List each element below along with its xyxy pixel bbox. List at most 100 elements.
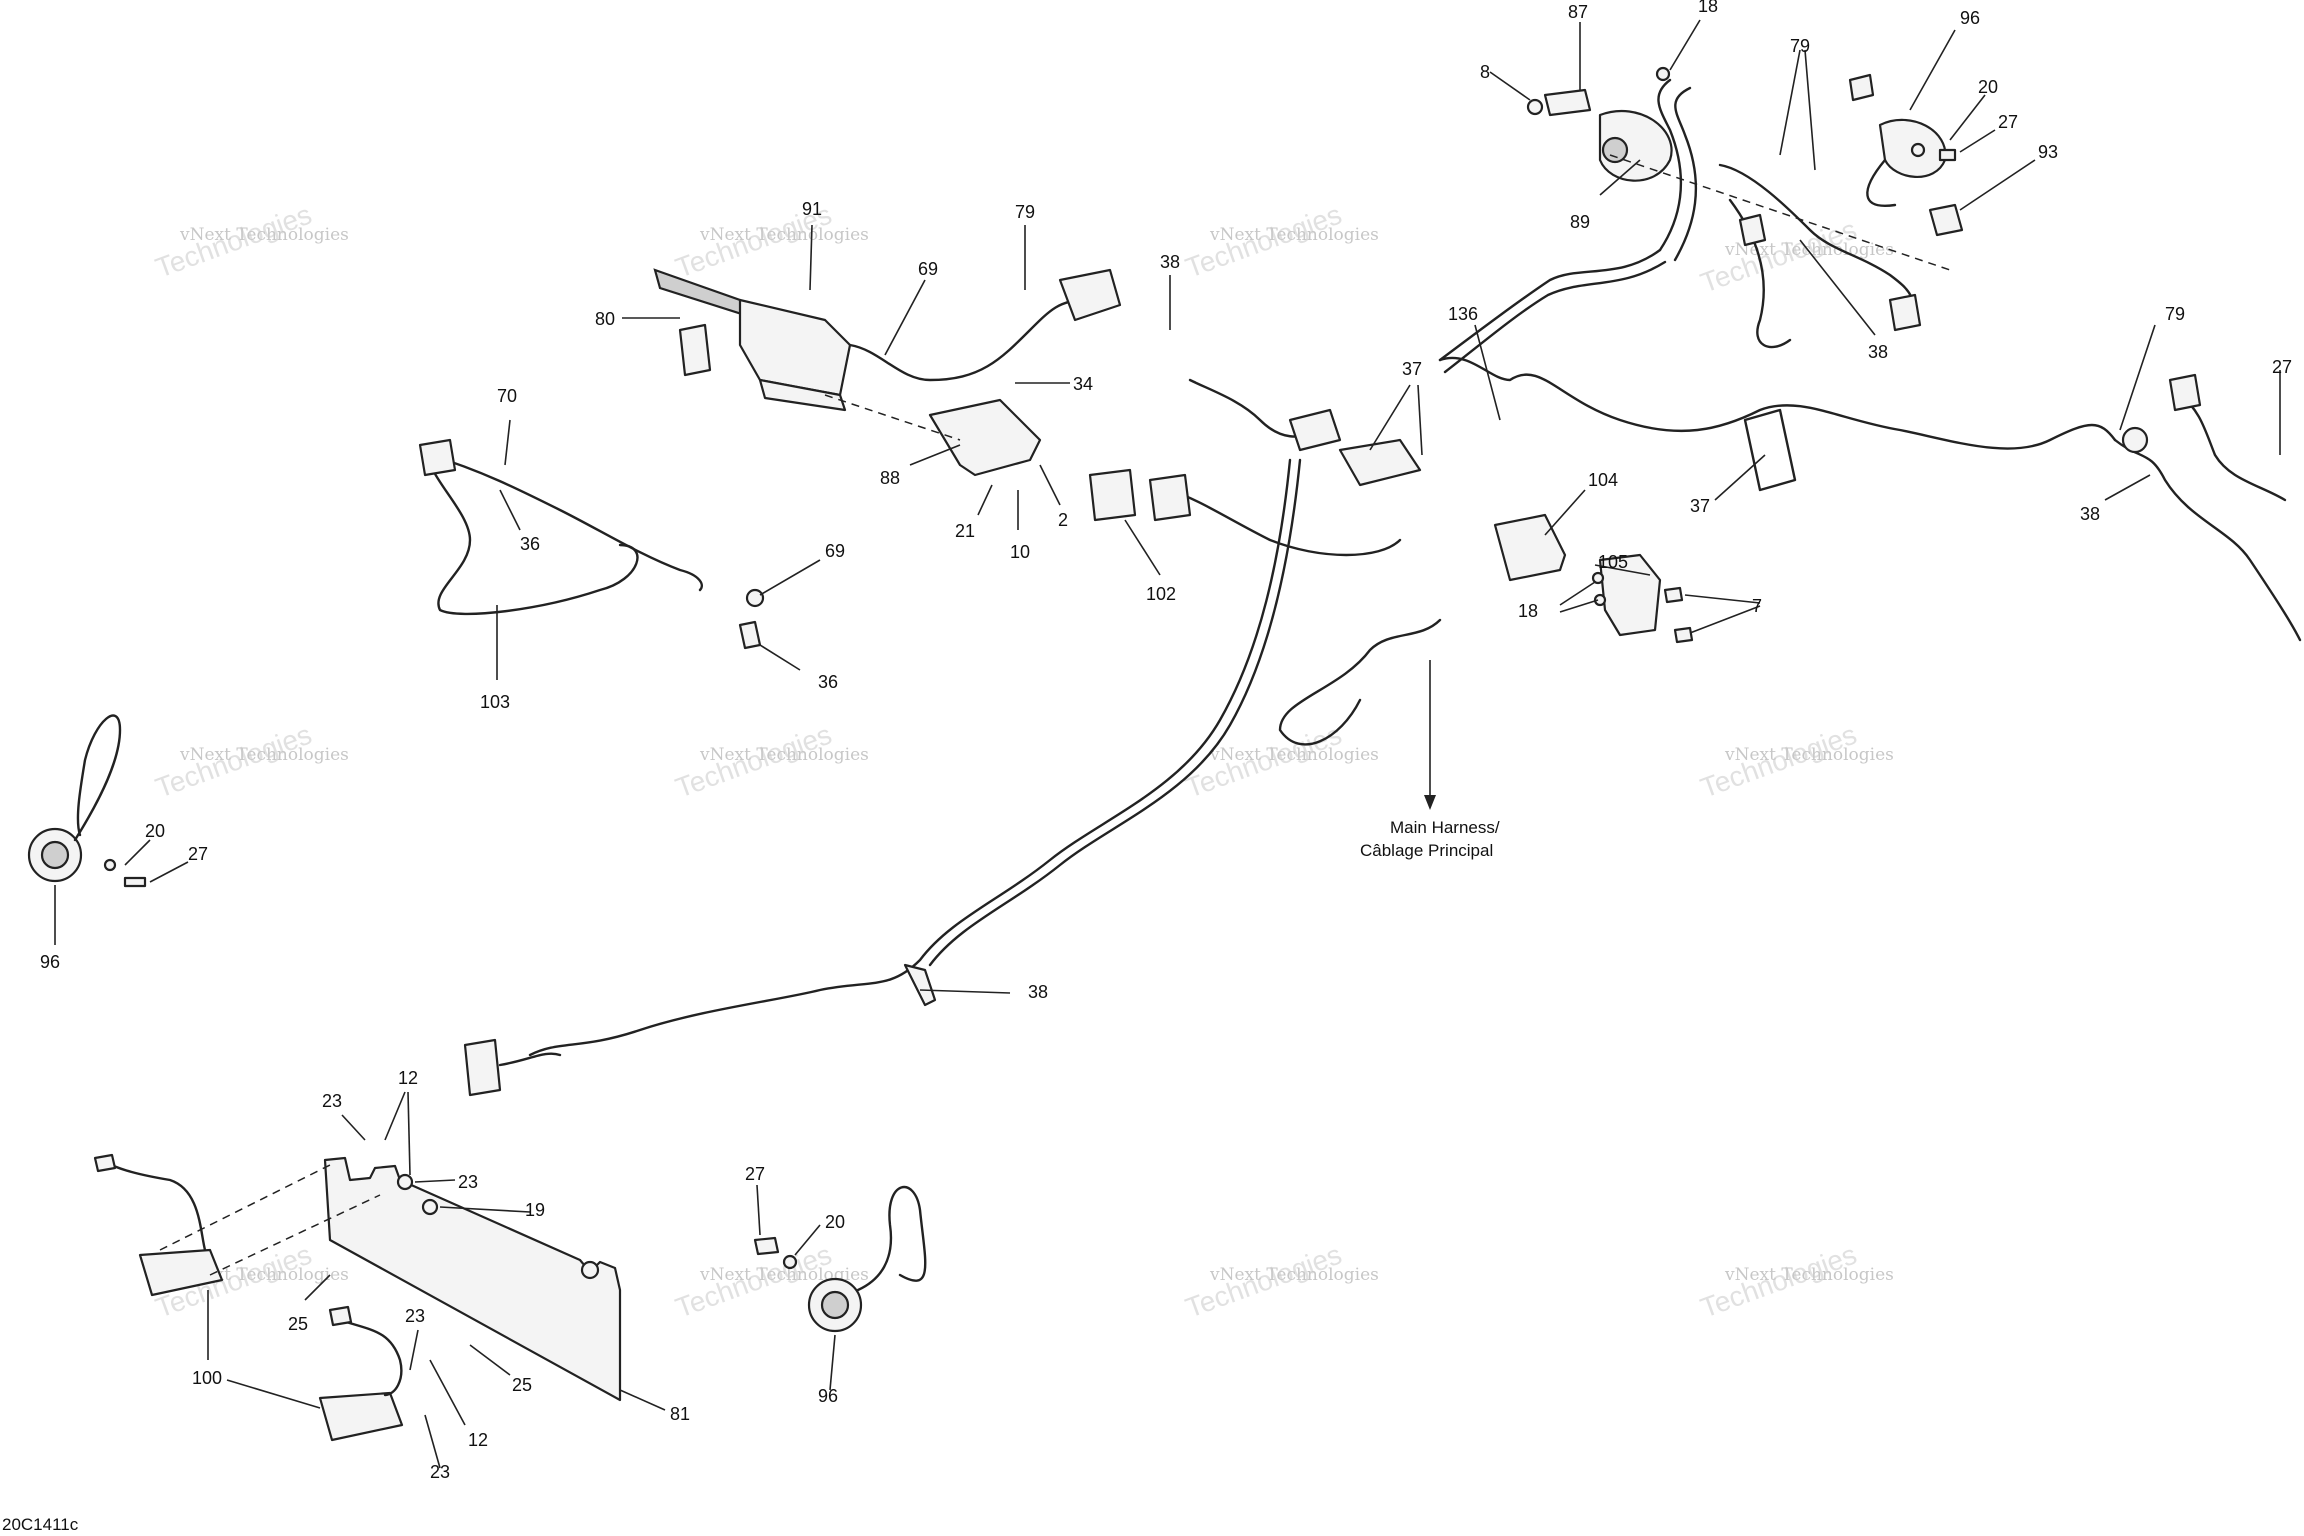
watermark: vNext Technologies Technologies (671, 199, 868, 284)
callout-96: 96 (1960, 8, 1980, 28)
lamp-96-bottom (753, 1185, 927, 1333)
svg-text:vNext Technologies: vNext Technologies (179, 745, 349, 765)
main-harness-arrow (1424, 660, 1436, 810)
callout-36: 36 (520, 534, 540, 554)
callout-96: 96 (40, 952, 60, 972)
callout-27: 27 (1998, 112, 2018, 132)
license-plate-bracket-81 (323, 1156, 622, 1402)
plug-93 (1928, 203, 1964, 237)
callout-20: 20 (1978, 77, 1998, 97)
callout-23: 23 (405, 1306, 425, 1326)
long-wire-to-rear-b (928, 458, 1302, 967)
callout-21: 21 (955, 521, 975, 541)
callout-labels: 87 18 8 89 79 96 20 27 93 38 91 79 69 38… (40, 0, 2292, 1482)
callout-27: 27 (745, 1164, 765, 1184)
main-harness-wires (528, 78, 2117, 1057)
callout-102: 102 (1146, 584, 1176, 604)
callout-89: 89 (1570, 212, 1590, 232)
callout-18: 18 (1518, 601, 1538, 621)
connector-38-end (463, 1038, 502, 1097)
callout-88: 88 (880, 468, 900, 488)
watermark: vNext Technologies Technologies (1696, 214, 1893, 299)
callout-25: 25 (512, 1375, 532, 1395)
callout-38: 38 (1028, 982, 1048, 1002)
callout-8: 8 (1480, 62, 1490, 82)
callout-20: 20 (825, 1212, 845, 1232)
callout-18: 18 (1698, 0, 1718, 16)
callout-7: 7 (1752, 596, 1762, 616)
callout-70: 70 (497, 386, 517, 406)
callout-12: 12 (398, 1068, 418, 1088)
watermark: vNext Technologies Technologies (671, 719, 868, 804)
lamp-96-left (27, 714, 147, 888)
switch-assembly-91 (653, 268, 1122, 412)
callout-136: 136 (1448, 304, 1478, 324)
main-harness-branch (1278, 618, 1442, 746)
callout-87: 87 (1568, 2, 1588, 22)
callout-37: 37 (1402, 359, 1422, 379)
callout-23: 23 (430, 1462, 450, 1482)
callout-103: 103 (480, 692, 510, 712)
watermark-layer: vNext Technologies Technologies vNext Te… (151, 199, 1893, 1324)
svg-text:vNext Technologies: vNext Technologies (1724, 1265, 1894, 1285)
callout-79: 79 (2165, 304, 2185, 324)
callout-20: 20 (145, 821, 165, 841)
watermark: vNext Technologies Technologies (1696, 719, 1893, 804)
svg-text:vNext Technologies: vNext Technologies (699, 745, 869, 765)
harness-136 (1438, 356, 2117, 450)
bracket-105 (1598, 553, 1662, 637)
callout-38: 38 (2080, 504, 2100, 524)
harness-103 (427, 448, 639, 616)
rear-harness-riser (1657, 78, 1683, 252)
callout-19: 19 (525, 1200, 545, 1220)
callout-12: 12 (468, 1430, 488, 1450)
callout-36: 36 (818, 672, 838, 692)
watermark: vNext Technologies Technologies (1181, 1239, 1378, 1324)
lamp-100 (93, 1153, 404, 1442)
horn-89 (1598, 109, 1673, 182)
svg-text:vNext Technologies: vNext Technologies (1209, 1265, 1379, 1285)
svg-text:vNext Technologies: vNext Technologies (1209, 225, 1379, 245)
callout-27: 27 (2272, 357, 2292, 377)
bracket-87 (1543, 88, 1592, 117)
main-harness-note-fr: Câblage Principal (1360, 841, 1493, 860)
watermark: vNext Technologies Technologies (1181, 199, 1378, 284)
harness-79-right (2113, 438, 2302, 642)
callout-10: 10 (1010, 542, 1030, 562)
svg-text:vNext Technologies: vNext Technologies (699, 225, 869, 245)
callout-105: 105 (1598, 552, 1628, 572)
callout-23: 23 (322, 1091, 342, 1111)
watermark: vNext Technologies Technologies (151, 199, 348, 284)
svg-text:vNext Technologies: vNext Technologies (1724, 745, 1894, 765)
callout-34: 34 (1073, 374, 1093, 394)
connector-cluster-37 (1288, 408, 1342, 452)
cover-88 (928, 398, 1042, 477)
harness-70 (428, 453, 703, 592)
leader-lines (54, 19, 2281, 1469)
callout-96: 96 (818, 1386, 838, 1406)
watermark: vNext Technologies Technologies (1696, 1239, 1893, 1324)
watermark: vNext Technologies Technologies (151, 719, 348, 804)
callout-91: 91 (802, 199, 822, 219)
callout-25: 25 (288, 1314, 308, 1334)
callout-93: 93 (2038, 142, 2058, 162)
callout-69: 69 (918, 259, 938, 279)
rear-harness-riser-2 (1673, 86, 1698, 262)
callout-100: 100 (192, 1368, 222, 1388)
harness-136-lower (1443, 260, 1667, 374)
long-wire-to-rear (528, 458, 1292, 1057)
diagram-code: 20C1411c (2, 1515, 79, 1534)
svg-text:vNext Technologies: vNext Technologies (179, 225, 349, 245)
callout-37: 37 (1690, 496, 1710, 516)
svg-text:vNext Technologies: vNext Technologies (1209, 745, 1379, 765)
callout-79: 79 (1015, 202, 1035, 222)
callout-2: 2 (1058, 510, 1068, 530)
callout-79: 79 (1790, 36, 1810, 56)
callout-80: 80 (595, 309, 615, 329)
callout-27: 27 (188, 844, 208, 864)
bracket-80 (678, 323, 712, 377)
connector-102-wire (1168, 488, 1402, 557)
callout-38: 38 (1160, 252, 1180, 272)
rear-harness-loop (1718, 163, 1914, 322)
